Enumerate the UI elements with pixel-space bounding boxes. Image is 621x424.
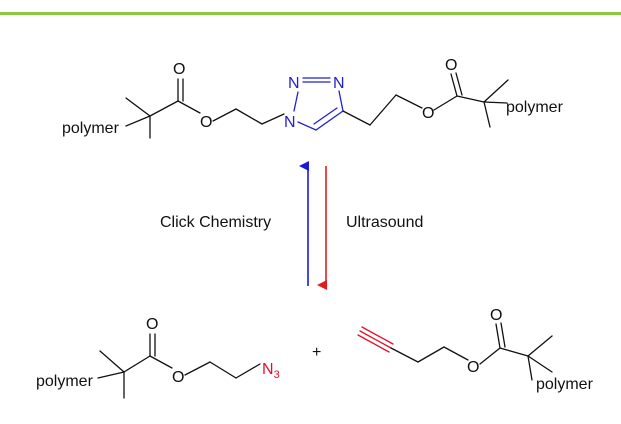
oxygen-carbonyl-alkyne: O (490, 307, 502, 324)
polymer-label-left: polymer (62, 120, 120, 137)
top-rule (0, 12, 621, 15)
oxygen-ester-alkyne: O (467, 359, 479, 376)
alkyne-molecule: O O polymer (357, 307, 594, 393)
oxygen-ester-azide: O (172, 369, 184, 386)
polymer-label-azide: polymer (36, 373, 94, 390)
azide-molecule: polymer O O N3 (36, 316, 280, 399)
ultrasound-label: Ultrasound (346, 214, 423, 231)
oxygen-ester-right: O (422, 105, 434, 122)
oxygen-ester-left: O (200, 114, 212, 131)
triazole-n3: N (333, 75, 345, 92)
oxygen-carbonyl-right: O (445, 57, 457, 74)
triazole-n1: N (284, 114, 296, 131)
oxygen-carbonyl-left: O (173, 61, 185, 78)
oxygen-carbonyl-azide: O (146, 316, 158, 333)
triazole-n2: N (288, 75, 300, 92)
polymer-label-right: polymer (506, 99, 564, 116)
triazole-ring: N N N (284, 75, 345, 131)
plus-sign: + (312, 344, 321, 361)
product-molecule: polymer O O N N N O (62, 57, 564, 139)
polymer-label-alkyne: polymer (536, 376, 594, 393)
azide-group: N3 (262, 361, 280, 381)
click-chemistry-label: Click Chemistry (160, 214, 271, 231)
